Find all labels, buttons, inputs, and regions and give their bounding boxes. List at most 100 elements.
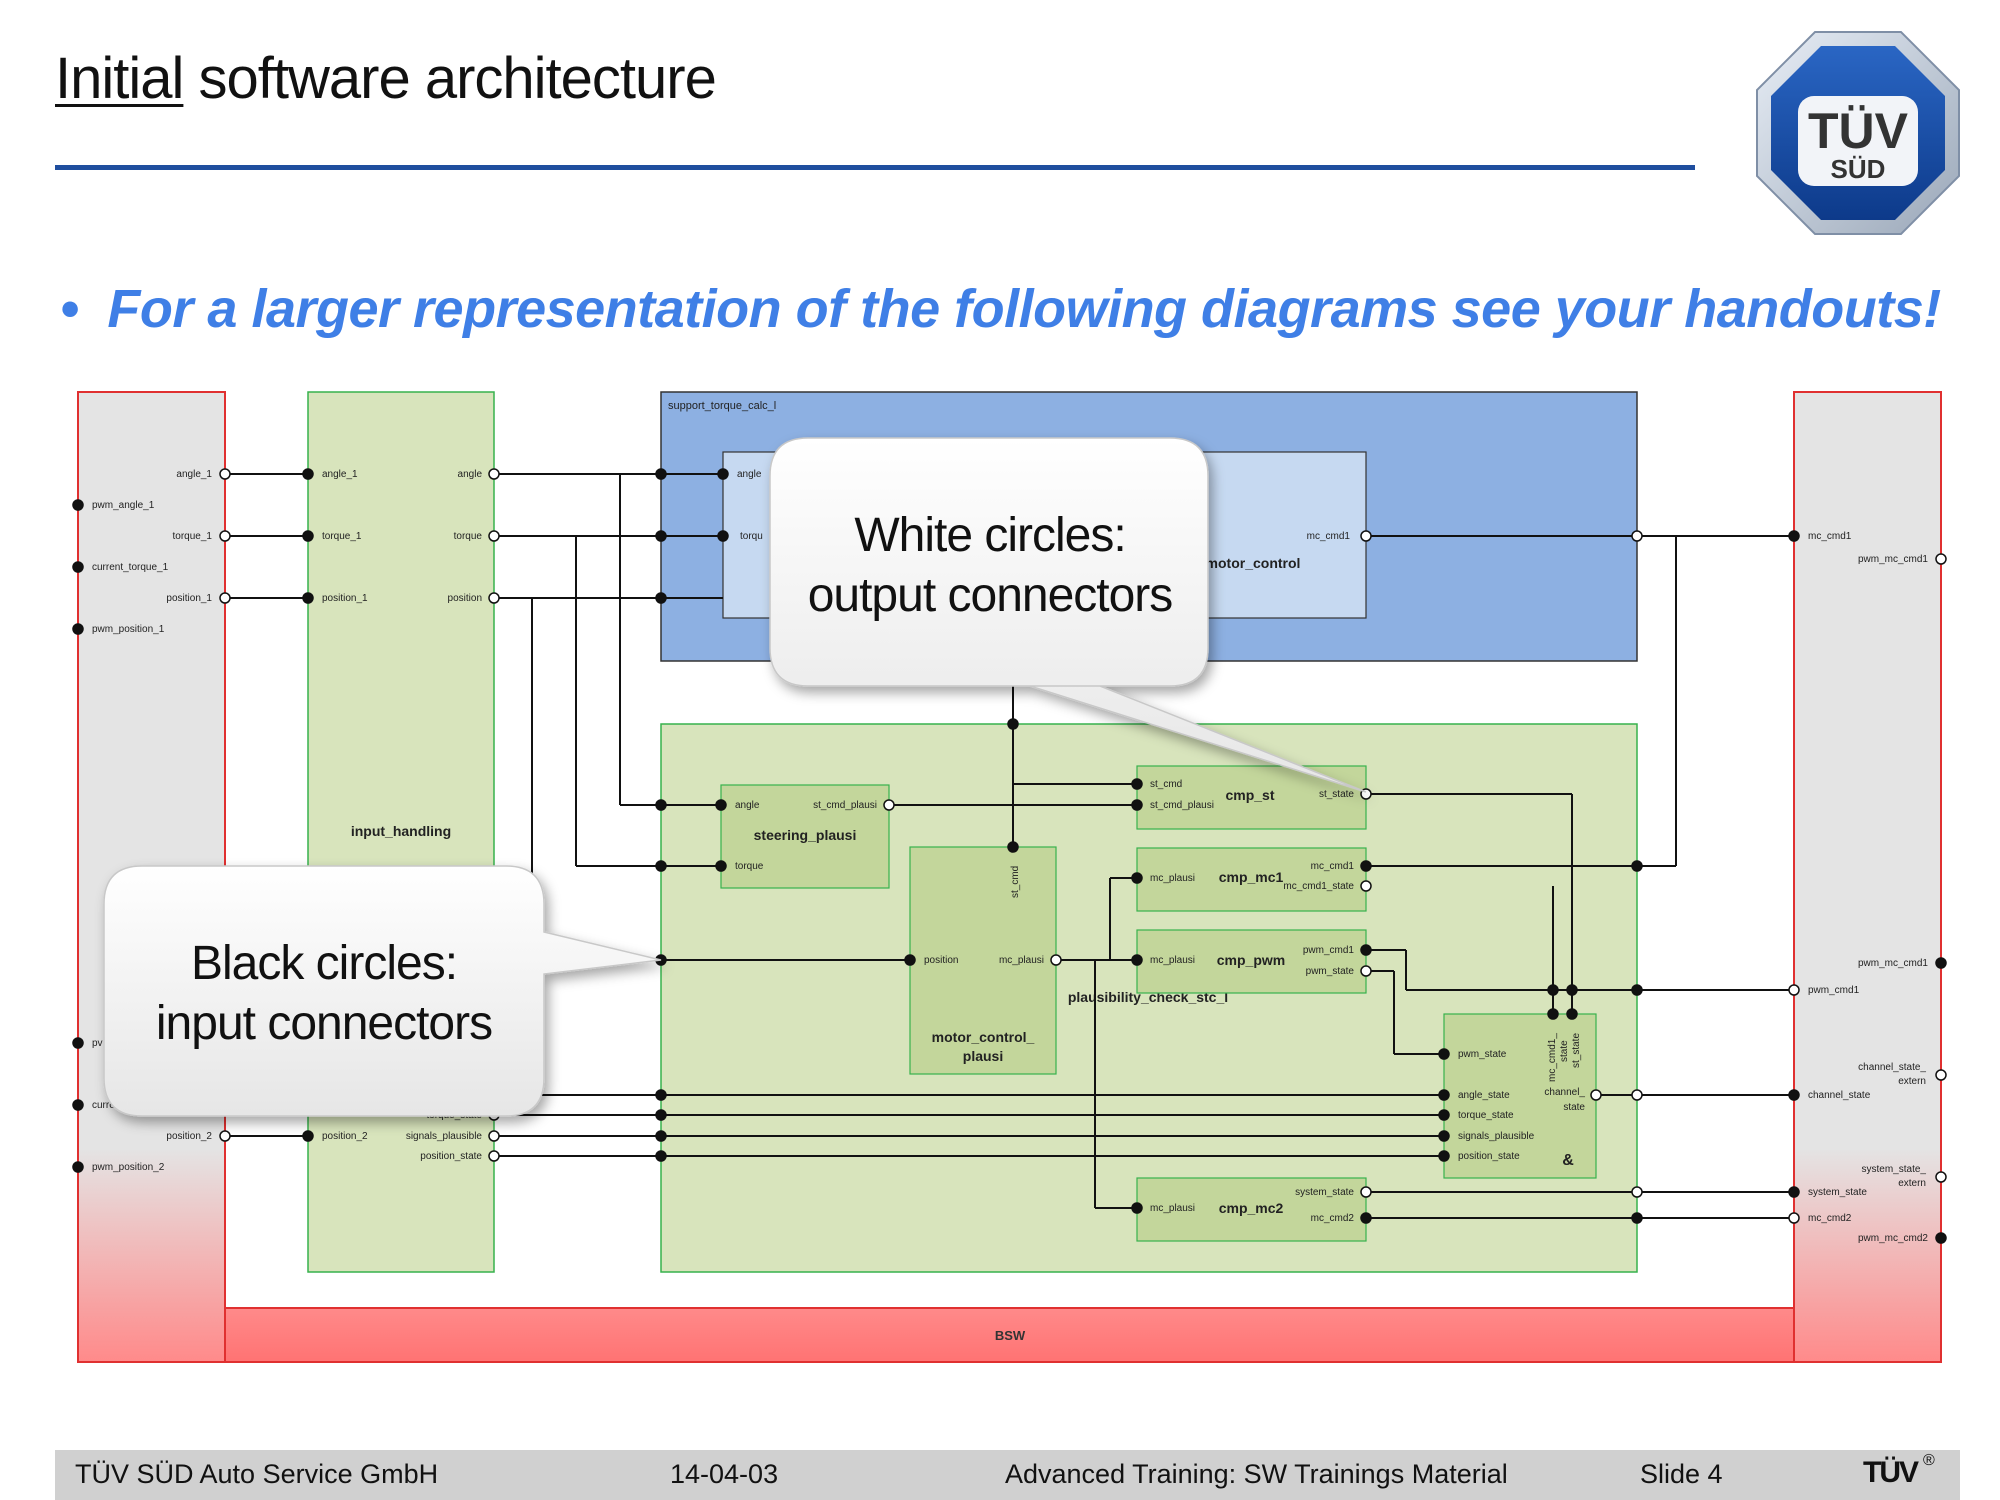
port-label: signals_plausible bbox=[1458, 1131, 1535, 1142]
connection-wires bbox=[225, 473, 1794, 1219]
port-label: position bbox=[448, 593, 482, 604]
bsw-block bbox=[224, 1307, 1795, 1363]
port-label: position bbox=[924, 955, 958, 966]
port-label: st_state bbox=[1319, 789, 1354, 800]
port-label: angle bbox=[458, 469, 483, 480]
footer-course: Advanced Training: SW Trainings Material bbox=[1005, 1459, 1508, 1489]
tuv-logo: TÜV SÜD bbox=[1756, 31, 1960, 235]
page-title: Initial software architecture bbox=[55, 45, 717, 112]
footer-date: 14-04-03 bbox=[670, 1459, 779, 1489]
port-label: pwm_state bbox=[1306, 966, 1355, 977]
port-label: pwm_mc_cmd1 bbox=[1858, 554, 1928, 565]
footer-registered-mark: ® bbox=[1923, 1452, 1935, 1469]
port-label: system_state_ bbox=[1862, 1164, 1927, 1175]
port-label: angle bbox=[735, 800, 760, 811]
port-label: system_state bbox=[1295, 1187, 1354, 1198]
callout-white-text: White circles: output connectors bbox=[780, 506, 1200, 626]
port-label: angle_1 bbox=[322, 469, 358, 480]
port-label: st_state bbox=[1571, 1033, 1582, 1068]
port-label: system_state bbox=[1808, 1187, 1867, 1198]
port-label: pwm_cmd1 bbox=[1303, 945, 1355, 956]
port-label: channel_ bbox=[1544, 1087, 1585, 1098]
port-label: position_state bbox=[1458, 1151, 1520, 1162]
title-underlined: Initial bbox=[55, 46, 184, 111]
cmp-st-label: cmp_st bbox=[1225, 787, 1274, 803]
port-label: signals_plausible bbox=[406, 1131, 483, 1142]
callout-black-line1: Black circles: bbox=[190, 937, 458, 990]
footer-brand-logo: TÜV bbox=[1863, 1456, 1919, 1489]
port-label: mc_cmd2 bbox=[1311, 1213, 1355, 1224]
cmp-mc1-label: cmp_mc1 bbox=[1219, 869, 1284, 885]
port-label: pwm_position_1 bbox=[92, 624, 165, 635]
mcp-label-line1: motor_control_ bbox=[932, 1029, 1035, 1045]
port-label: pwm_angle_1 bbox=[92, 500, 155, 511]
cmp-mc2-label: cmp_mc2 bbox=[1219, 1200, 1284, 1216]
callout-black-line2: input connectors bbox=[155, 997, 493, 1050]
port-label: angle_1 bbox=[176, 469, 212, 480]
cmp-mc2-block bbox=[1136, 1177, 1367, 1242]
port-label: mc_cmd1 bbox=[1808, 531, 1852, 542]
bsw-label: BSW bbox=[995, 1328, 1026, 1343]
port-label: mc_plausi bbox=[999, 955, 1044, 966]
port-label: channel_state_ bbox=[1858, 1062, 1926, 1073]
mcp-label-line2: plausi bbox=[963, 1048, 1003, 1064]
port-label: current_torque_1 bbox=[92, 562, 169, 573]
motor-control-label: motor_control bbox=[1206, 555, 1301, 571]
footer-slide-number: Slide 4 bbox=[1640, 1459, 1723, 1489]
title-rule bbox=[55, 165, 1695, 170]
connectors bbox=[72, 468, 1947, 1244]
port-label: torque bbox=[735, 861, 764, 872]
port-label: position_1 bbox=[166, 593, 212, 604]
port-label: pwm_state bbox=[1458, 1049, 1507, 1060]
steering-plausi-label: steering_plausi bbox=[754, 827, 857, 843]
cmp-mc1-block bbox=[1136, 847, 1367, 912]
port-label: extern bbox=[1898, 1178, 1926, 1189]
port-label: channel_state bbox=[1808, 1090, 1871, 1101]
port-label: position_2 bbox=[166, 1131, 212, 1142]
port-label: position_1 bbox=[322, 593, 368, 604]
port-label: pwm_mc_cmd2 bbox=[1858, 1233, 1928, 1244]
motor-control-plausi-block bbox=[909, 846, 1057, 1075]
bullet-text: For a larger representation of the follo… bbox=[107, 279, 1941, 339]
port-label: state bbox=[1563, 1102, 1585, 1113]
right-boundary-block bbox=[1793, 391, 1942, 1363]
port-label: pwm_position_2 bbox=[92, 1162, 165, 1173]
port-label: position_state bbox=[420, 1151, 482, 1162]
port-label: mc_cmd1 bbox=[1307, 531, 1351, 542]
callout-black-text: Black circles: input connectors bbox=[114, 934, 534, 1054]
port-label: mc_plausi bbox=[1150, 955, 1195, 966]
port-label: state bbox=[1559, 1040, 1570, 1062]
cmp-pwm-block bbox=[1136, 929, 1367, 994]
logo-top-text: TÜV bbox=[1808, 103, 1909, 159]
port-label: extern bbox=[1898, 1076, 1926, 1087]
port-label: torqu bbox=[740, 531, 763, 542]
port-label: torque_state bbox=[1458, 1110, 1514, 1121]
port-label: pv bbox=[92, 1038, 103, 1049]
port-label: mc_cmd1_state bbox=[1283, 881, 1354, 892]
port-label: angle bbox=[737, 469, 762, 480]
port-label: st_cmd_plausi bbox=[1150, 800, 1214, 811]
port-label: st_cmd_plausi bbox=[813, 800, 877, 811]
footer-company: TÜV SÜD Auto Service GmbH bbox=[75, 1459, 439, 1489]
port-label: mc_plausi bbox=[1150, 1203, 1195, 1214]
callout-white-line1: White circles: bbox=[854, 509, 1126, 562]
logo-bottom-text: SÜD bbox=[1831, 154, 1886, 184]
port-label: mc_plausi bbox=[1150, 873, 1195, 884]
port-label: angle_state bbox=[1458, 1090, 1510, 1101]
port-label: torque_1 bbox=[322, 531, 362, 542]
and-gate-block bbox=[1443, 1013, 1597, 1179]
port-label: mc_cmd2 bbox=[1808, 1213, 1852, 1224]
footer-bar: TÜV SÜD Auto Service GmbH 14-04-03 Advan… bbox=[55, 1450, 1960, 1500]
port-label: st_cmd bbox=[1010, 866, 1021, 898]
port-label: mc_cmd1 bbox=[1311, 861, 1355, 872]
steering-plausi-block bbox=[720, 784, 890, 889]
cmp-pwm-label: cmp_pwm bbox=[1217, 952, 1285, 968]
support-torque-calc-label: support_torque_calc_l bbox=[668, 400, 776, 412]
port-label: curre bbox=[92, 1100, 115, 1111]
callout-white-circles bbox=[769, 437, 1367, 793]
title-rest: software architecture bbox=[183, 46, 717, 111]
callout-black-circles bbox=[103, 865, 662, 1117]
port-label: position_2 bbox=[322, 1131, 368, 1142]
input-handling-label: input_handling bbox=[351, 823, 451, 839]
